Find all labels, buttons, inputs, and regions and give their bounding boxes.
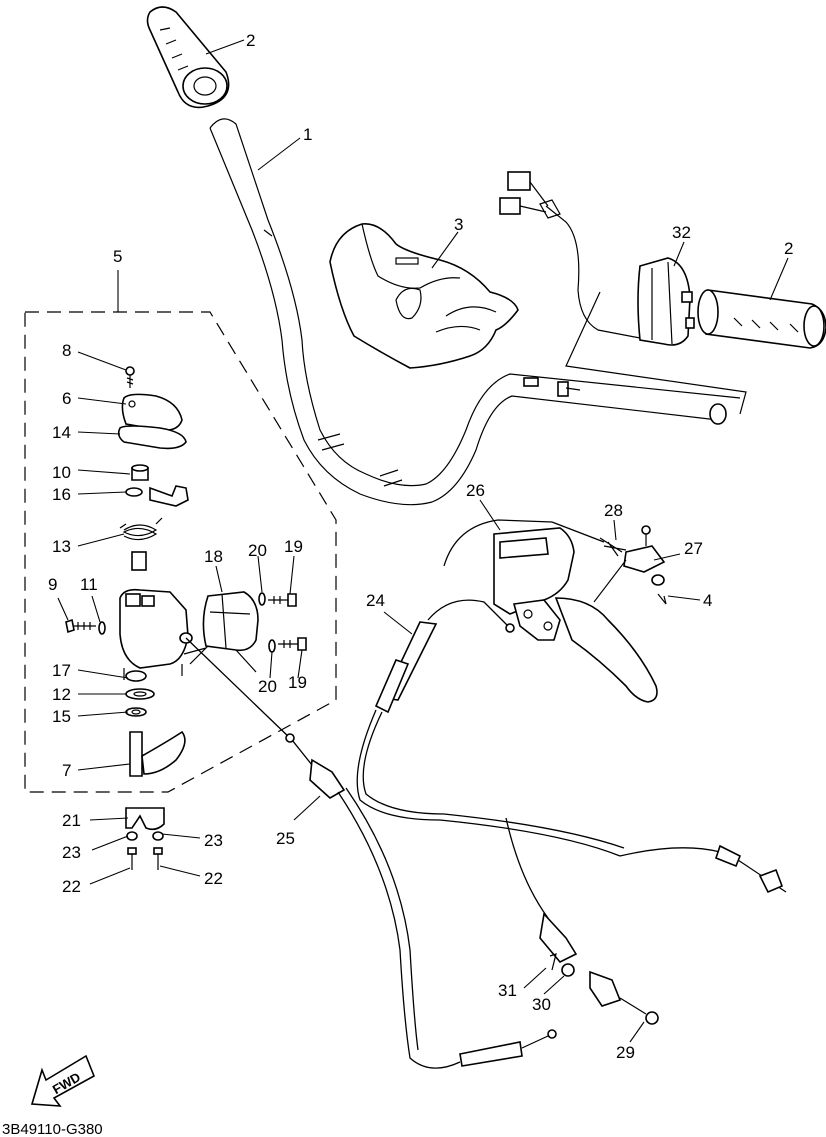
callout-12: 12 [52, 685, 71, 704]
callout-17: 17 [52, 661, 71, 680]
callout-21: 21 [62, 811, 81, 830]
callout-22-left: 22 [62, 877, 81, 896]
clamp-21[interactable] [125, 807, 165, 831]
callout-31: 31 [498, 981, 517, 1000]
cover-6[interactable] [121, 393, 183, 432]
callout-25: 25 [276, 829, 295, 848]
callout-labels: 1 2 2 3 4 5 6 7 8 9 10 11 12 13 14 15 16… [48, 31, 793, 1062]
collar-10[interactable] [131, 464, 149, 481]
bolt-29[interactable] [619, 997, 659, 1025]
callout-10: 10 [52, 463, 71, 482]
callout-18: 18 [204, 547, 223, 566]
handlebar-cover[interactable] [329, 223, 519, 369]
master-cylinder-26[interactable] [443, 519, 658, 703]
callout-26: 26 [466, 481, 485, 500]
callout-19-lower: 19 [288, 673, 307, 692]
callout-6: 6 [62, 389, 71, 408]
holder-27[interactable] [623, 525, 666, 573]
callout-23-right: 23 [204, 831, 223, 850]
grip-left[interactable] [146, 6, 230, 109]
joint-block[interactable] [589, 970, 622, 1007]
washer-20-lower[interactable] [268, 639, 276, 653]
washer-11[interactable] [98, 621, 106, 635]
nut-23-right[interactable] [152, 831, 164, 841]
callout-9: 9 [48, 575, 57, 594]
right-switch-housing[interactable] [637, 257, 695, 346]
washer-20-upper[interactable] [258, 592, 266, 606]
cable-28-adjuster[interactable] [551, 521, 627, 557]
callout-2-left: 2 [246, 31, 255, 50]
spring-13[interactable] [119, 517, 163, 541]
callout-29: 29 [616, 1043, 635, 1062]
screw-8[interactable] [125, 366, 135, 388]
callout-23-left: 23 [62, 843, 81, 862]
nut-23-left[interactable] [126, 831, 138, 841]
bolt-22-left[interactable] [127, 847, 137, 870]
throttle-cable-25[interactable] [185, 637, 557, 1069]
washer-15[interactable] [125, 707, 147, 717]
callout-5: 5 [113, 247, 122, 266]
leader-lines [57, 39, 789, 1043]
callout-8: 8 [62, 341, 71, 360]
callout-1: 1 [303, 125, 312, 144]
switch-wiring-connectors [499, 171, 641, 339]
callout-24: 24 [366, 591, 385, 610]
bolt-22-right[interactable] [153, 847, 163, 870]
callout-4: 4 [703, 591, 712, 610]
grip-right[interactable] [697, 289, 826, 349]
callout-2-right: 2 [784, 239, 793, 258]
callout-32: 32 [672, 223, 691, 242]
callout-15: 15 [52, 707, 71, 726]
callout-14: 14 [52, 423, 71, 442]
screw-19-upper[interactable] [268, 593, 297, 607]
throttle-lever-7[interactable] [129, 730, 186, 777]
callout-16: 16 [52, 485, 71, 504]
throttle-housing[interactable] [119, 588, 193, 680]
callout-3: 3 [454, 215, 463, 234]
switch-18[interactable] [183, 591, 259, 673]
shaft-end[interactable] [131, 551, 147, 571]
diagram-code: 3B49110-G380 [2, 1121, 103, 1137]
callout-27: 27 [684, 539, 703, 558]
washer-17[interactable] [125, 670, 147, 682]
screw-9[interactable] [65, 618, 96, 634]
assembly-boundary [24, 311, 337, 793]
callout-28: 28 [604, 501, 623, 520]
callout-11: 11 [80, 575, 98, 594]
washer-30[interactable] [561, 963, 575, 977]
callout-30: 30 [532, 995, 551, 1014]
handlebar[interactable] [209, 118, 741, 506]
cable-junction[interactable] [505, 817, 578, 963]
lever-16[interactable] [125, 485, 189, 507]
pin-31[interactable] [549, 953, 557, 971]
fwd-arrow-icon: FWD [30, 1054, 96, 1107]
callout-20-lower: 20 [258, 677, 277, 696]
callout-22-right: 22 [204, 869, 223, 888]
callout-19-upper: 19 [284, 537, 303, 556]
brake-cable-24[interactable] [356, 599, 787, 894]
washer-12[interactable] [125, 688, 155, 700]
gasket-14[interactable] [117, 425, 187, 450]
pin-4[interactable] [651, 574, 667, 605]
callout-13: 13 [52, 537, 71, 556]
callout-20-upper: 20 [248, 541, 267, 560]
callout-7: 7 [62, 761, 71, 780]
screw-19-lower[interactable] [278, 637, 307, 651]
